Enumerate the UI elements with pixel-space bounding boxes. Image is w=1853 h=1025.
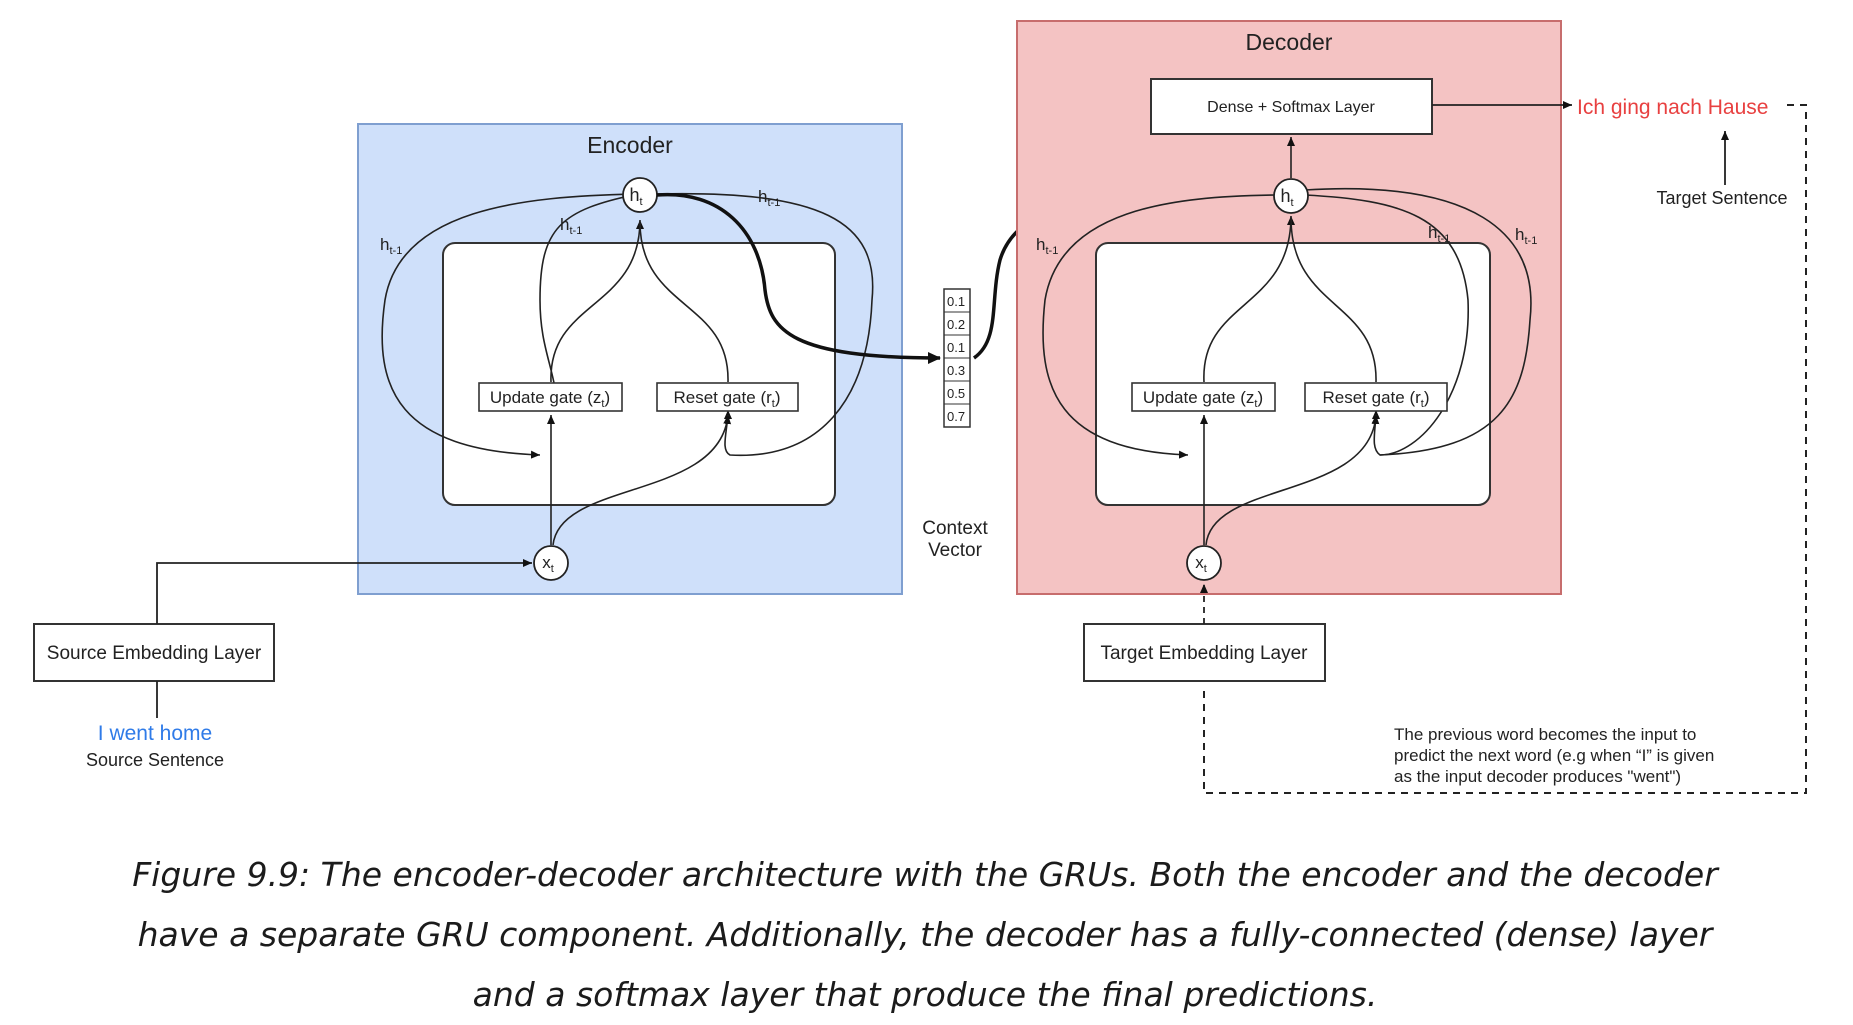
target-sentence: Ich ging nach Hause — [1577, 96, 1768, 119]
source-embedding-to-encoder-arrow — [156, 559, 532, 624]
decoder-update-to-h — [1203, 215, 1295, 383]
source-sentence: I went home — [98, 722, 212, 745]
encoder-update-gate-label: Update gate (zt) — [490, 388, 610, 410]
source-embedding-layer — [33, 623, 275, 682]
encoder-to-context-arrow — [656, 192, 941, 364]
decoder-gru-cell — [1095, 242, 1491, 506]
encoder-x-to-reset — [552, 414, 732, 546]
decoder-reset-gate-label: Reset gate (rt) — [1323, 388, 1430, 410]
decoder-loop-outer — [1304, 188, 1532, 456]
encoder-h-node-label: ht — [629, 185, 642, 208]
decoder-loop-inner — [1304, 194, 1469, 456]
decoder-update-gate — [1131, 382, 1276, 412]
decoder-x-to-reset — [1205, 414, 1380, 546]
decoder-title: Decoder — [1246, 29, 1333, 55]
context-value: 0.5 — [947, 386, 965, 401]
context-value: 0.2 — [947, 317, 965, 332]
encoder-x-node-label: xt — [542, 553, 554, 575]
feedback-note: The previous word becomes the input to p… — [1394, 725, 1719, 786]
context-value: 0.1 — [947, 294, 965, 309]
decoder-h-prev-label-right: ht-1 — [1515, 225, 1537, 247]
decoder-h-node — [1273, 178, 1309, 214]
decoder-h-node-label: ht — [1280, 186, 1293, 209]
encoder-update-gate — [478, 382, 623, 412]
encoder-x-node — [533, 545, 569, 581]
decoder-h-prev-label-left: ht-1 — [1036, 235, 1058, 257]
decoder-x-node-label: xt — [1195, 553, 1207, 575]
decoder-reset-to-h — [1290, 217, 1377, 383]
context-value: 0.7 — [947, 409, 965, 424]
decoder-loop-left — [1042, 194, 1279, 459]
encoder-gru-cell — [442, 242, 836, 506]
decoder-update-gate-label: Update gate (zt) — [1143, 388, 1263, 410]
decoder-dense-layer — [1150, 78, 1433, 135]
encoder-title: Encoder — [587, 132, 673, 158]
target-sentence-label: Target Sentence — [1656, 188, 1787, 208]
encoder-reset-to-h — [639, 221, 729, 383]
context-value: 0.1 — [947, 340, 965, 355]
encoder-update-to-h — [550, 219, 644, 383]
source-sentence-label: Source Sentence — [86, 750, 224, 770]
decoder-dense-layer-label: Dense + Softmax Layer — [1207, 99, 1375, 116]
encoder-decoder-diagram: Encoder Update gate (zt) Reset gate (rt)… — [33, 20, 1807, 794]
decoder-h-prev-label-mid: ht-1 — [1428, 223, 1450, 245]
encoder-loop-outer — [381, 193, 639, 459]
feedback-dashed-loop — [1203, 104, 1807, 794]
encoder-reset-gate — [656, 382, 799, 412]
encoder-reset-gate-label: Reset gate (rt) — [674, 388, 781, 410]
encoder-loop-inner — [539, 193, 639, 389]
encoder-h-prev-label-right: ht-1 — [758, 187, 780, 209]
decoder-reset-gate — [1304, 382, 1448, 412]
target-embedding-layer-label: Target Embedding Layer — [1100, 643, 1308, 664]
encoder-h-prev-label-left: ht-1 — [380, 235, 402, 257]
encoder-h-prev-label-mid: ht-1 — [560, 215, 582, 237]
figure-caption: Figure 9.9: The encoder-decoder architec… — [132, 855, 1718, 1014]
context-value: 0.3 — [947, 363, 965, 378]
source-embedding-layer-label: Source Embedding Layer — [47, 643, 262, 664]
decoder-x-node — [1186, 545, 1222, 581]
context-vector: 0.1 0.2 0.1 0.3 0.5 0.7 — [943, 288, 971, 428]
encoder-loop-right — [654, 192, 874, 457]
